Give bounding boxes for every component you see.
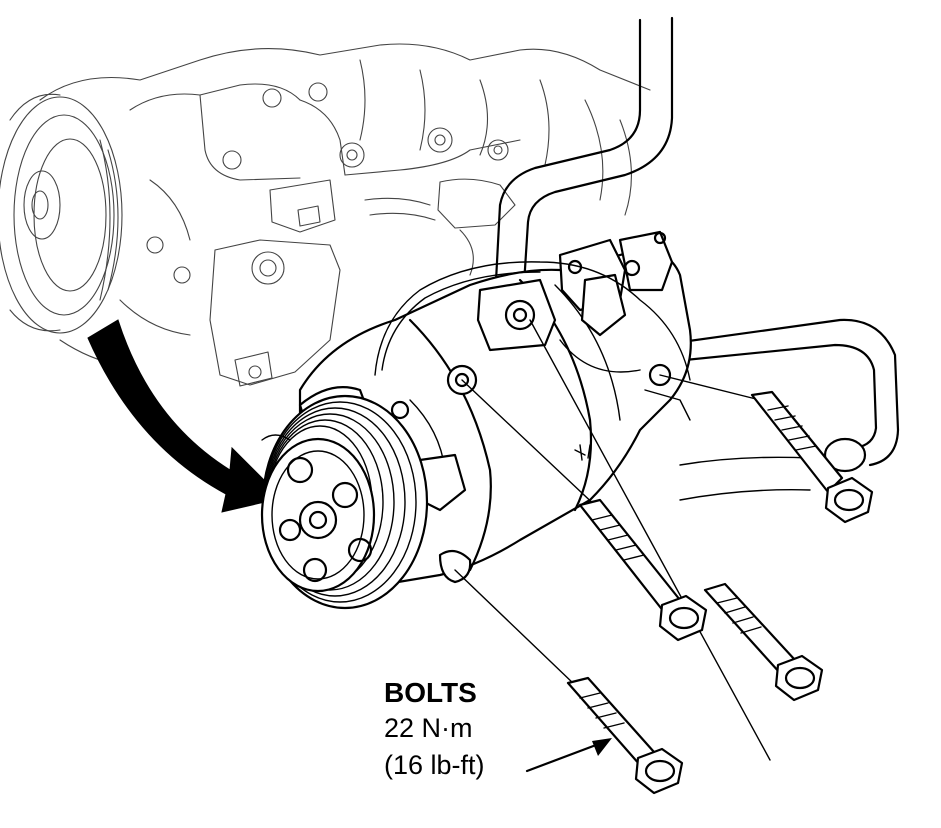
suction-line xyxy=(658,318,900,501)
callout-title: BOLTS xyxy=(384,677,477,708)
callout-pointer xyxy=(525,740,606,773)
mounting-bolt xyxy=(566,676,684,795)
pulley xyxy=(260,394,429,610)
mounting-bolt xyxy=(703,582,824,702)
callout-arrowhead xyxy=(592,738,612,756)
mounting-bolt xyxy=(578,498,708,642)
mounting-bolt xyxy=(750,390,874,524)
callout-torque-imperial: (16 lb-ft) xyxy=(384,750,485,780)
direction-arrow xyxy=(87,319,283,513)
bolt-callout: BOLTS 22 N·m (16 lb-ft) xyxy=(384,677,485,780)
engine-block xyxy=(0,43,651,387)
callout-torque-metric: 22 N·m xyxy=(384,713,473,743)
leader-line xyxy=(529,319,771,761)
leader-line xyxy=(454,569,576,686)
crank-pulley xyxy=(0,93,123,334)
mounting-bolts xyxy=(454,319,874,795)
leader-line xyxy=(461,379,601,511)
leader-line xyxy=(659,374,761,401)
